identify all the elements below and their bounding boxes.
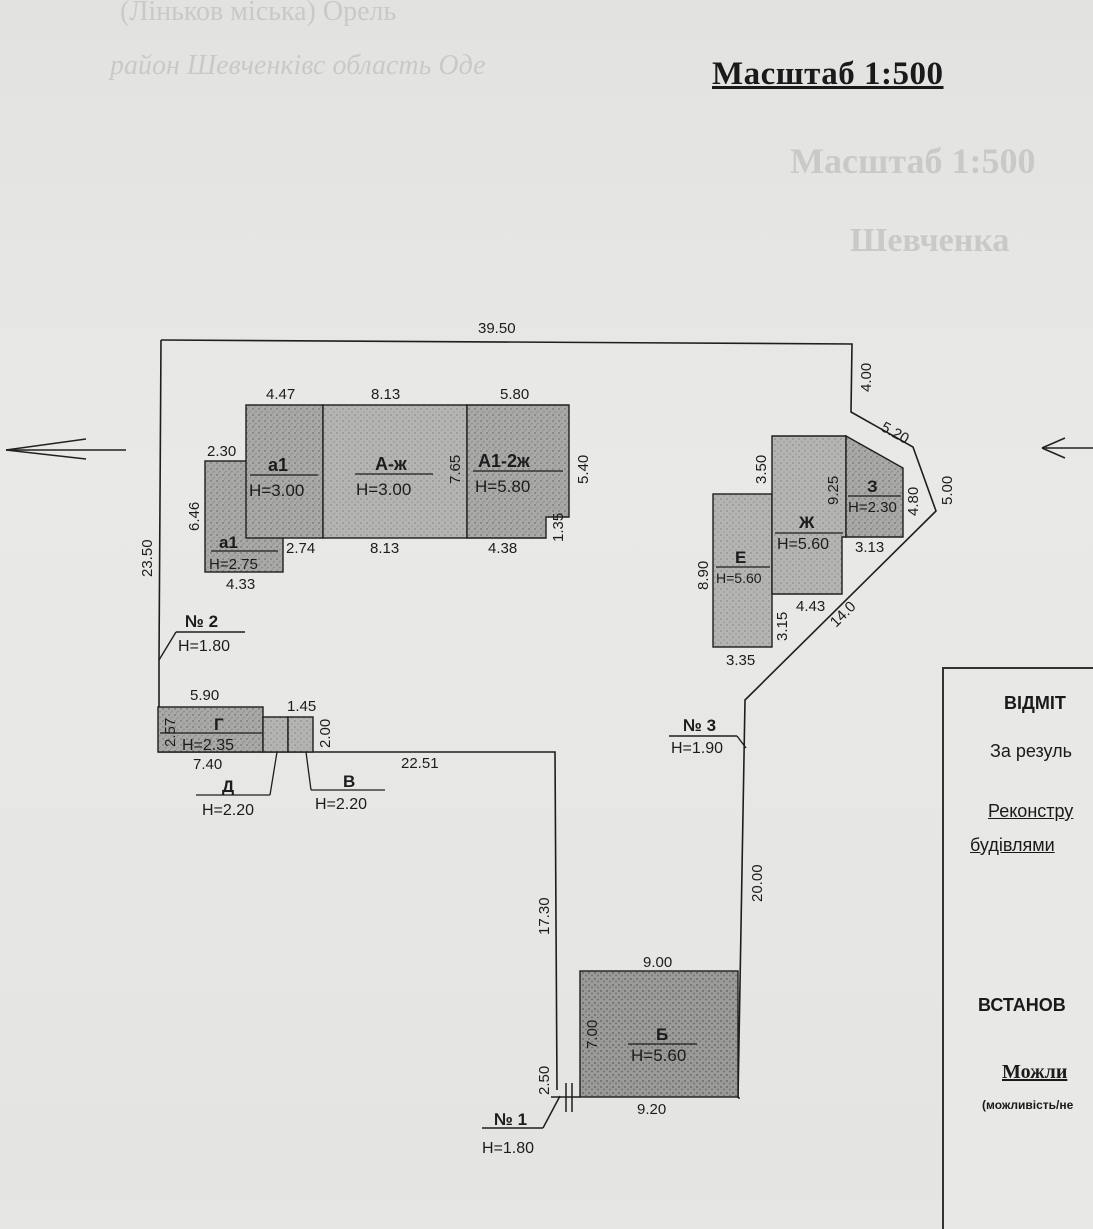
height-a1-lower: H=2.75 [209,556,258,573]
panel-line-4: Можли [1002,1061,1068,1083]
building-a1 [245,404,324,539]
gate-3-height: H=1.90 [671,740,723,757]
dim-a1-low-bottom: 4.33 [226,576,255,593]
building-V [287,716,314,753]
panel-line-2: Реконстру [988,801,1074,821]
label-D: Д [222,777,234,796]
dim-plot-east: 20.00 [749,864,766,902]
gate-1-height: H=1.80 [482,1140,534,1157]
label-a1: а1 [268,455,288,475]
label-E: Е [735,548,746,567]
height-B: H=5.60 [631,1046,686,1065]
label-A: А-ж [375,454,407,474]
west-arrow-icon [5,438,126,460]
dim-A1-bottom: 4.38 [488,540,517,557]
dim-plot-west: 23.50 [139,539,156,577]
dim-G-top: 5.90 [190,687,219,704]
dim-A-bottom: 8.13 [370,540,399,557]
building-A [322,404,468,539]
gate-2-height: H=1.80 [178,638,230,655]
panel-line-5: (можливість/не [982,1098,1074,1112]
building-D [262,716,289,753]
dim-Z-bottom: 3.13 [855,539,884,556]
dim-A1-notch: 1.35 [550,513,567,542]
gate-3-number: № 3 [683,716,716,735]
ghost-scale-title: Масштаб 1:500 [790,141,1036,181]
height-Z: H=2.30 [848,499,897,516]
label-a1-lower: а1 [219,533,238,552]
dim-plot-se-diagonal: 14.0 [827,598,860,631]
height-E: H=5.60 [716,570,762,586]
height-G: H=2.35 [182,737,234,754]
dim-V-top: 1.45 [287,698,316,715]
label-V: В [343,772,355,791]
scale-title: Масштаб 1:500 [712,56,944,92]
panel-line-3: будівлями [970,835,1055,855]
dim-plot-ne-vertical: 4.00 [858,363,875,392]
stamp-side-panel: ВІДМІТ За резуль Реконстру будівлями ВСТ… [942,667,1093,1229]
label-B: Б [656,1025,668,1044]
ghost-address-line-2: район Шевченківс область Оде [110,50,486,81]
dim-G-side: 2.57 [162,718,179,747]
building-E [712,493,773,648]
panel-heading-2: ВСТАНОВ [978,995,1066,1015]
plot-boundary [160,339,937,1099]
ghost-address-line-1: (Ліньков міська) Орель [120,0,397,27]
height-Zh: H=5.60 [777,536,829,553]
label-Z: З [867,477,878,496]
height-a1: H=3.00 [249,481,304,500]
label-G: Г [214,715,224,734]
dim-G-bottom: 7.40 [193,756,222,773]
height-A: H=3.00 [356,480,411,499]
height-A1: H=5.80 [475,477,530,496]
west-arrow-icon-right [1041,437,1093,459]
dim-plot-gate-gap: 2.50 [536,1066,553,1095]
dim-a1-low-side: 6.46 [186,502,203,531]
building-G [157,706,264,753]
dim-Zh-low: 3.15 [774,612,791,641]
dim-E-bottom: 3.35 [726,652,755,669]
dim-plot-top: 39.50 [478,320,516,337]
dim-Zh-top: 3.50 [753,455,770,484]
dim-Zh-bottom: 4.43 [796,598,825,615]
panel-line-1: За резуль [990,741,1073,761]
building-B [579,970,739,1098]
label-A1: А1-2ж [478,451,530,471]
dim-a1-top: 4.47 [266,386,295,403]
dim-B-bottom: 9.20 [637,1101,666,1118]
building-Z [845,434,904,538]
gate-1-number: № 1 [494,1110,527,1129]
dim-plot-south-vertical: 17.30 [536,897,553,935]
dim-V-side: 2.00 [317,719,334,748]
dim-B-side: 7.00 [584,1020,601,1049]
dim-A-side: 7.65 [447,455,464,484]
site-plan-drawing: 39.50 4.00 5.20 5.00 14.0 20.00 23.50 17… [5,320,1093,1157]
dim-a1-side: 2.30 [207,443,236,460]
ghost-word: Шевченка [850,222,1010,259]
dim-plot-south-horizontal: 22.51 [401,755,439,772]
panel-heading: ВІДМІТ [1004,693,1066,713]
dim-B-top: 9.00 [643,954,672,971]
height-D: H=2.20 [202,802,254,819]
dim-Zh-side: 9.25 [825,476,842,505]
height-V: H=2.20 [315,796,367,813]
dim-a1-low-right: 2.74 [286,540,315,557]
gate-2-number: № 2 [185,612,218,631]
dim-Z-side: 4.80 [905,487,922,516]
dim-E-side: 8.90 [695,561,712,590]
dim-plot-e-short: 5.00 [939,476,956,505]
dim-A1-side: 5.40 [575,455,592,484]
dim-A1-top: 5.80 [500,386,529,403]
gate-1-marker [482,1083,580,1129]
gate-3-marker [669,735,747,749]
dim-A-top: 8.13 [371,386,400,403]
label-Zh: Ж [798,513,815,532]
